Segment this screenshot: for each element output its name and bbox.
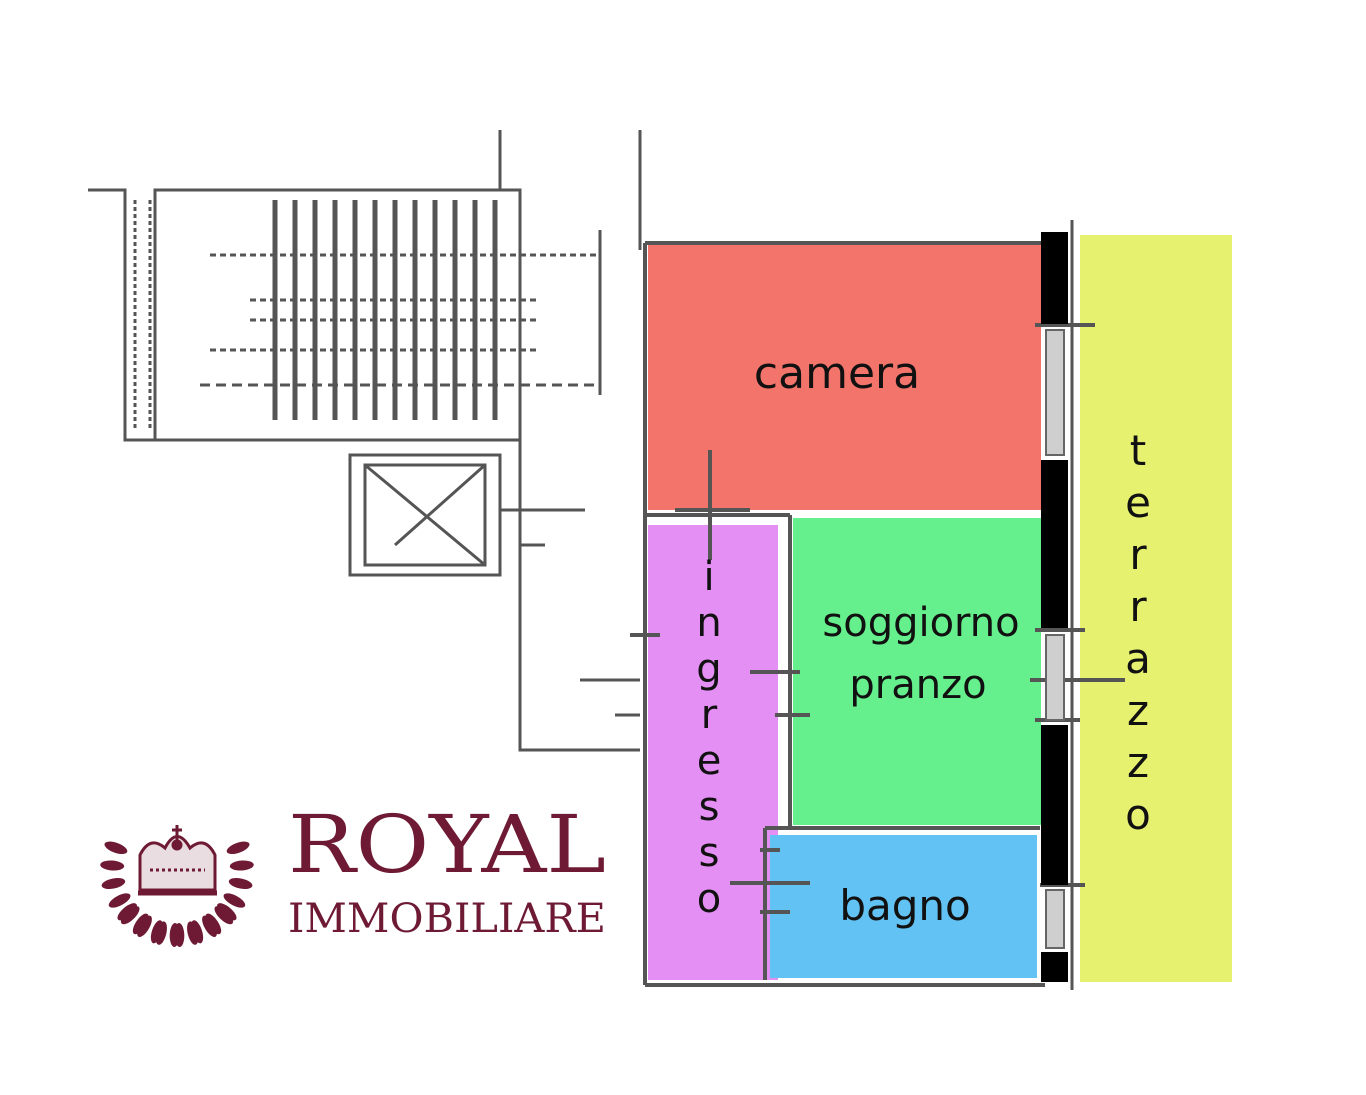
- laurel-leaf: [117, 903, 137, 921]
- terrazzo-letter: z: [1127, 738, 1149, 787]
- royal-logo: ROYAL IMMOBILIARE: [100, 798, 606, 947]
- label-bagno: bagno: [839, 881, 970, 930]
- laurel-leaf: [202, 915, 217, 937]
- terrazzo-letter: o: [1125, 790, 1151, 839]
- laurel-leaf: [187, 921, 199, 945]
- laurel-leaf: [223, 893, 246, 908]
- laurel-leaf: [169, 923, 180, 947]
- ingresso-letter: r: [701, 692, 718, 738]
- laurel-leaf: [228, 878, 253, 889]
- ingresso-letter: i: [703, 554, 714, 600]
- ingresso-letter: g: [696, 646, 721, 692]
- logo-title: ROYAL: [288, 798, 606, 891]
- label-camera: camera: [754, 348, 920, 399]
- terrazzo-letter: r: [1129, 530, 1147, 579]
- laurel-leaf: [132, 913, 149, 935]
- laurel-leaf: [214, 906, 234, 925]
- balcony-wall: [1041, 232, 1068, 982]
- label-pranzo: pranzo: [849, 662, 986, 708]
- laurel-leaf: [101, 878, 126, 889]
- laurel-wreath-icon: [100, 841, 254, 947]
- apartment-walls: [630, 220, 1125, 990]
- terrazzo-letter: e: [1125, 478, 1151, 527]
- terrazzo-letter: a: [1125, 634, 1151, 683]
- terrazzo-letter: t: [1130, 426, 1146, 475]
- terrazzo-letter: r: [1129, 582, 1147, 631]
- laurel-leaf: [229, 860, 254, 871]
- ingresso-letter: e: [697, 738, 722, 784]
- ingresso-letter: o: [697, 876, 721, 922]
- window-openings: [1045, 329, 1065, 949]
- laurel-leaf: [226, 841, 250, 855]
- crown-icon: [138, 825, 217, 896]
- laurel-leaf: [150, 920, 163, 944]
- room-camera: [648, 245, 1041, 510]
- laurel-leaf: [108, 893, 131, 908]
- room-ingresso: [648, 525, 778, 980]
- room-bagno: [770, 835, 1037, 978]
- laurel-leaf: [100, 860, 125, 871]
- terrazzo-letter: z: [1127, 686, 1149, 735]
- logo-subtitle: IMMOBILIARE: [288, 896, 606, 942]
- label-soggiorno: soggiorno: [822, 600, 1019, 646]
- ingresso-letter: n: [696, 600, 721, 646]
- ingresso-letter: s: [699, 830, 720, 876]
- room-soggiorno-pranzo: [793, 518, 1041, 825]
- ingresso-letter: s: [699, 784, 720, 830]
- room-terrazzo: [1080, 235, 1232, 982]
- laurel-leaf: [104, 841, 128, 855]
- staircase-sketch: [88, 130, 642, 752]
